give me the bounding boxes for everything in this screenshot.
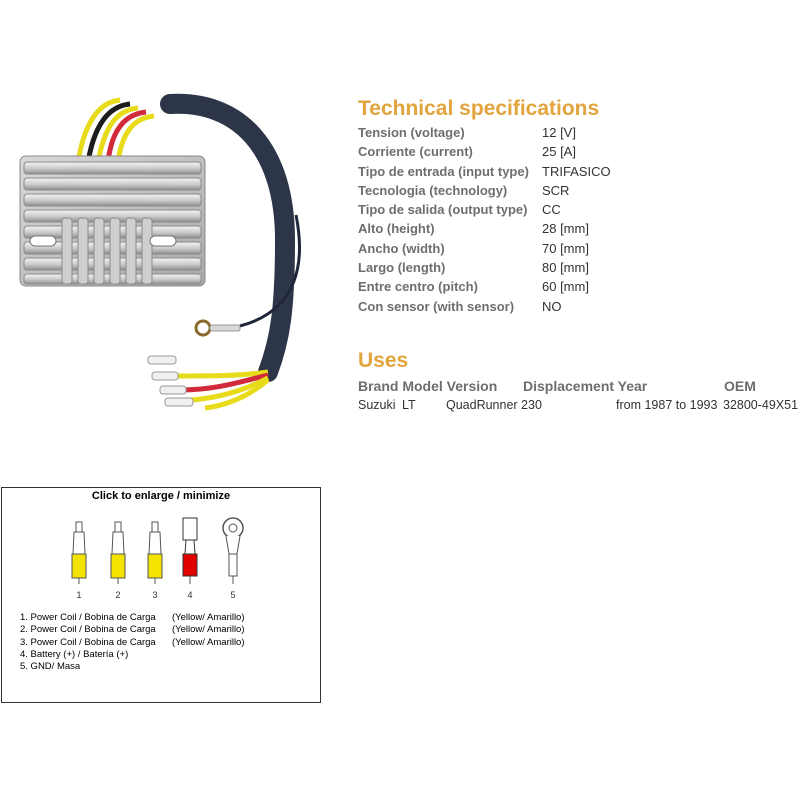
specs-table: Tension (voltage) 12 [V] Corriente (curre… xyxy=(358,123,798,316)
header-brand-model-version: Brand Model Version xyxy=(358,378,498,394)
legend-item: 2. Power Coil / Bobina de Carga (Yellow/ … xyxy=(20,624,245,636)
cell-oem: 32800-49X51 xyxy=(723,398,799,412)
connector-color-fill xyxy=(71,553,87,579)
legend-color-note: (Yellow/ Amarillo) xyxy=(172,612,245,623)
legend-text: 5. GND/ Masa xyxy=(20,661,81,673)
spec-label: Tension (voltage) xyxy=(358,125,465,140)
connector-legend: 1. Power Coil / Bobina de Carga (Yellow/ … xyxy=(20,612,245,673)
specs-title: Technical specifications xyxy=(358,97,600,120)
spec-row: Largo (length) 80 [mm] xyxy=(358,258,798,277)
header-displacement-year: Displacement Year xyxy=(523,378,648,394)
spec-label: Ancho (width) xyxy=(358,240,445,256)
spec-row: Entre centro (pitch) 60 [mm] xyxy=(358,277,798,296)
spec-value: TRIFASICO xyxy=(542,163,611,179)
bullet-connector-icon xyxy=(110,521,126,584)
bullet-connector-icon xyxy=(71,521,87,584)
legend-color-note: (Yellow/ Amarillo) xyxy=(172,636,245,648)
spec-row: Tipo de entrada (input type) TRIFASICO xyxy=(358,162,798,181)
spec-label: Tipo de salida (output type) xyxy=(358,202,528,218)
cell-model: LT xyxy=(402,398,416,412)
spec-value: 12 [V] xyxy=(542,125,576,140)
spec-row: Tension (voltage) 12 [V] xyxy=(358,123,798,142)
spec-value: 28 [mm] xyxy=(542,221,589,237)
cell-year: from 1987 to 1993 xyxy=(616,398,718,412)
spec-value: 70 [mm] xyxy=(542,240,589,256)
enlarge-toggle-link[interactable]: Click to enlarge / minimize xyxy=(91,490,231,502)
cell-brand: Suzuki xyxy=(358,398,396,412)
uses-title: Uses xyxy=(358,349,409,372)
connector-number: 3 xyxy=(152,590,157,600)
spec-row: Tecnologia (technology) SCR xyxy=(358,181,798,200)
header-oem: OEM xyxy=(724,378,756,394)
regulator-rectifier-illustration xyxy=(19,93,301,411)
legend-color-note: (Yellow/ Amarillo) xyxy=(172,624,245,636)
legend-text: 1. Power Coil / Bobina de Carga xyxy=(20,612,156,623)
legend-text: 4. Battery (+) / Batería (+) xyxy=(20,648,129,660)
spade-connector-icon xyxy=(182,517,198,584)
connector-number: 4 xyxy=(187,590,192,600)
spec-label: Con sensor (with sensor) xyxy=(358,298,515,314)
spec-label: Tecnologia (technology) xyxy=(358,182,508,198)
spec-row: Alto (height) 28 [mm] xyxy=(358,219,798,238)
spec-value: CC xyxy=(542,202,561,218)
spec-label: Alto (height) xyxy=(358,221,435,237)
ring-terminal-icon xyxy=(222,517,244,584)
technical-specifications: Technical specifications Tension (voltag… xyxy=(358,96,798,316)
spec-row: Ancho (width) 70 [mm] xyxy=(358,239,798,258)
legend-item: 5. GND/ Masa xyxy=(20,661,156,673)
spec-value: 60 [mm] xyxy=(542,279,589,295)
legend-text: 3. Power Coil / Bobina de Carga xyxy=(20,636,156,648)
product-image[interactable] xyxy=(0,90,345,420)
legend-text: 2. Power Coil / Bobina de Carga xyxy=(20,624,156,636)
connector-number: 5 xyxy=(230,590,235,600)
table-row: Suzuki LT QuadRunner 230 from 1987 to 19… xyxy=(358,396,800,414)
connector-diagram[interactable]: Click to enlarge / minimize xyxy=(1,487,321,703)
spec-label: Largo (length) xyxy=(358,260,446,276)
legend-item: 4. Battery (+) / Batería (+) xyxy=(20,649,156,661)
uses-header-row: Brand Model Version Displacement Year OE… xyxy=(358,376,800,396)
uses-section: Uses Brand Model Version Displacement Ye… xyxy=(358,348,800,414)
cell-version: QuadRunner 230 xyxy=(446,398,542,412)
spec-value: 80 [mm] xyxy=(542,260,589,276)
bullet-connector-icon xyxy=(147,521,163,584)
legend-item: 3. Power Coil / Bobina de Carga (Yellow/ … xyxy=(20,636,245,649)
spec-row: Tipo de salida (output type) CC xyxy=(358,200,798,219)
spec-row: Con sensor (with sensor) NO xyxy=(358,297,798,316)
connector-number: 1 xyxy=(76,590,81,600)
spec-value: 25 [A] xyxy=(542,144,576,160)
spec-label: Tipo de entrada (input type) xyxy=(358,163,529,179)
spec-value: SCR xyxy=(542,182,570,198)
legend-item: 1. Power Coil / Bobina de Carga (Yellow/ … xyxy=(20,612,245,624)
spec-label: Corriente (current) xyxy=(358,144,473,160)
spec-value: NO xyxy=(542,298,562,314)
connector-icons: 1 2 3 4 5 xyxy=(71,517,244,600)
connector-number: 2 xyxy=(115,590,120,600)
spec-label: Entre centro (pitch) xyxy=(358,279,478,295)
spec-row: Corriente (current) 25 [A] xyxy=(358,142,798,161)
